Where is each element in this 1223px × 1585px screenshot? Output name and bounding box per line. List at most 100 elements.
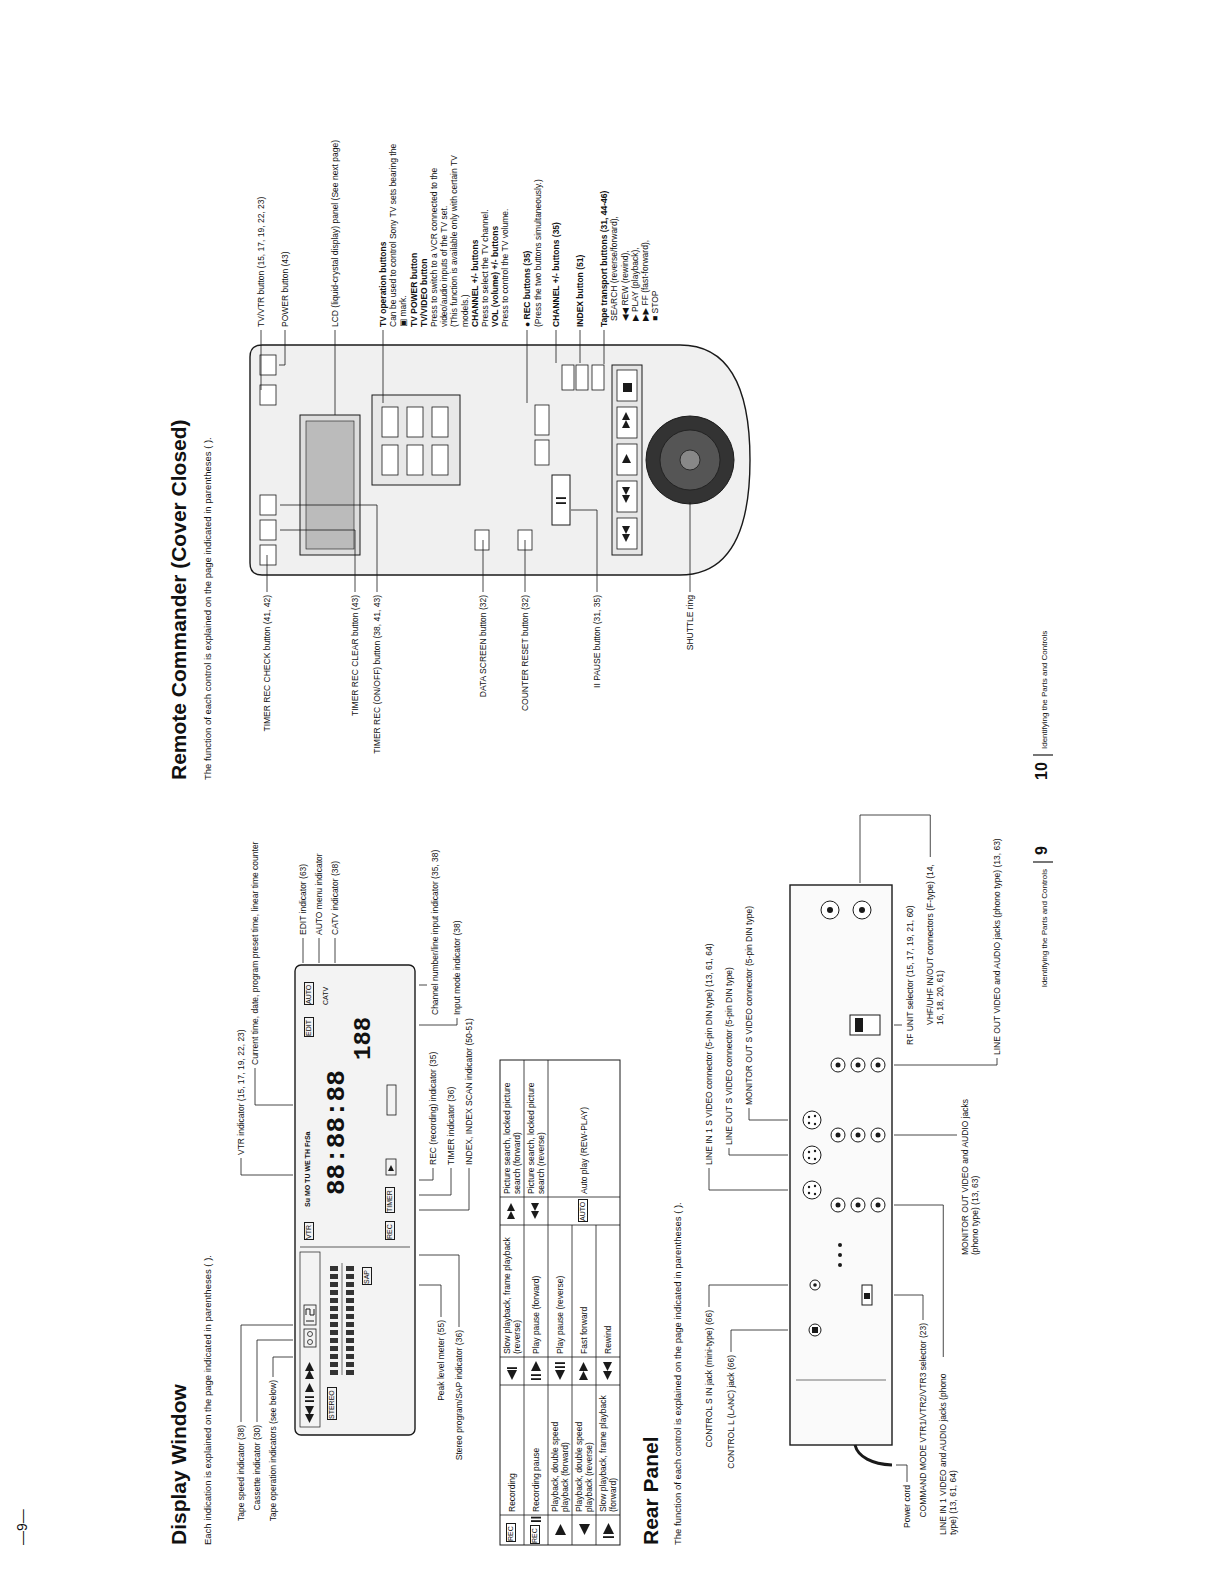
footer-bar (1033, 861, 1053, 862)
reverse-symbol (305, 1414, 314, 1423)
table-cell: Playback, double speed playback (reverse… (572, 1388, 596, 1512)
reverse-symbol (305, 1406, 314, 1415)
table-rule (500, 1225, 620, 1226)
table-cell: Slow playback, frame playback (forward) (596, 1388, 620, 1512)
tape-speed-segment (304, 1305, 316, 1325)
control-s-jack (810, 1280, 820, 1290)
display-indicator: CATV (322, 987, 330, 1005)
din-pin (808, 1116, 810, 1118)
screw (838, 1243, 842, 1247)
meter-bar (346, 1338, 354, 1343)
page-footer: Identifying the Parts and Controls (1040, 631, 1050, 749)
callout-label: Press to select the TV channel. (480, 137, 490, 327)
input-mode-symbol (387, 1085, 396, 1115)
callout-label: (This function is available only with ce… (449, 137, 469, 327)
table-cell: Auto play (REW-PLAY) (548, 1062, 620, 1194)
label-column: TV operation buttonsCan be used to contr… (378, 137, 660, 327)
leader-line (896, 1465, 907, 1482)
leader-line (729, 1148, 788, 1155)
meter-bar (346, 1322, 354, 1327)
callout-label: Tape operation indicators (see below) (268, 1380, 278, 1521)
din-pin (808, 1157, 810, 1159)
leader-line (894, 1135, 957, 1136)
bar-symbol (531, 1374, 541, 1376)
callout-label: CATV indicator (38) (330, 861, 340, 935)
phono-jack (871, 1128, 885, 1142)
din-pin (808, 1151, 810, 1153)
callout-label: VHF/UHF IN/OUT connectors (F-type) (14, … (925, 860, 945, 1025)
leader-line (255, 1068, 293, 1105)
leader-line (383, 330, 384, 403)
leader-line (419, 1285, 441, 1317)
tv-button-panel (372, 395, 460, 485)
leader-line (860, 815, 930, 883)
leader-line (280, 530, 355, 592)
shuttle-center (680, 450, 700, 470)
play-symbol (531, 1361, 541, 1371)
phono-jack-core (856, 1203, 861, 1208)
callout-label: Tape speed indicator (38) (236, 1425, 246, 1521)
callout-label: TV/VIDEO button (419, 137, 429, 327)
leader-line (483, 540, 484, 592)
section-intro: Each indication is explained on the page… (202, 1255, 213, 1545)
callout-label: MONITOR OUT S VIDEO connector (5-pin DIN… (744, 906, 754, 1105)
channel-button (562, 365, 574, 390)
meter-scale (342, 1263, 343, 1375)
play-symbol (579, 1362, 588, 1371)
leader-line (731, 1330, 788, 1352)
section-heading: Rear Panel (638, 1436, 663, 1545)
callout-label: Input mode indicator (38) (452, 921, 462, 1016)
remote-button (260, 520, 276, 540)
f-connector-core (859, 907, 865, 913)
table-cell: Play pause (forward) (524, 1228, 548, 1354)
table-rule (524, 1060, 525, 1225)
meter-bar (330, 1346, 338, 1351)
meter-bar (346, 1346, 354, 1351)
leader-line (419, 1168, 433, 1180)
callout-label: Cassette indicator (30) (252, 1425, 262, 1511)
reverse-symbol (622, 534, 630, 542)
phono-jack-core (876, 1133, 881, 1138)
transport-button (617, 407, 637, 438)
callout-label: INDEX button (51) (575, 137, 585, 327)
data-screen-button (475, 530, 489, 550)
table-rule (548, 1060, 549, 1225)
meter-bar (346, 1298, 354, 1303)
meter-bar (346, 1306, 354, 1311)
leader-line (749, 1108, 788, 1120)
display-window (295, 965, 415, 1435)
f-connector-core (827, 907, 833, 913)
callout-label: Can be used to control Sony TV sets bear… (388, 137, 408, 327)
reverse-symbol (622, 495, 630, 503)
din-pin (808, 1122, 810, 1124)
phono-jack (851, 1198, 865, 1212)
leader-line (419, 1168, 469, 1210)
callout-label: Tape transport buttons (31, 44-46) (599, 137, 609, 327)
bar-symbol (305, 1396, 314, 1398)
segment-digits: 188 (350, 1017, 379, 1060)
din-pin (814, 1158, 816, 1160)
leader-line (335, 938, 336, 963)
play-symbol (305, 1362, 314, 1371)
callout-label: TIMER REC (ON/OFF) button (38, 41, 43) (372, 595, 382, 754)
meter-bar (330, 1298, 338, 1303)
leader-line (604, 330, 605, 364)
section-intro: The function of each control is explaine… (202, 437, 213, 780)
table-cell: Fast forward (572, 1228, 596, 1354)
leader-line (419, 1255, 459, 1327)
cassette-reel (308, 1332, 313, 1337)
display-indicator: EDIT (304, 1017, 314, 1037)
callout-label: TV operation buttons (378, 137, 388, 327)
table-icon: REC (530, 1525, 540, 1544)
meter-bar (346, 1370, 354, 1375)
leader-line (527, 330, 528, 403)
bar-symbol (531, 1517, 541, 1519)
play-symbol (622, 454, 631, 463)
bar-symbol (556, 502, 566, 504)
phono-jack-core (836, 1063, 841, 1068)
callout-label: TIMER REC CLEAR button (43) (350, 595, 360, 716)
leader-line (894, 1058, 997, 1065)
page-footer: Identifying the Parts and Controls (1040, 869, 1050, 987)
leader-line (419, 1018, 457, 1025)
